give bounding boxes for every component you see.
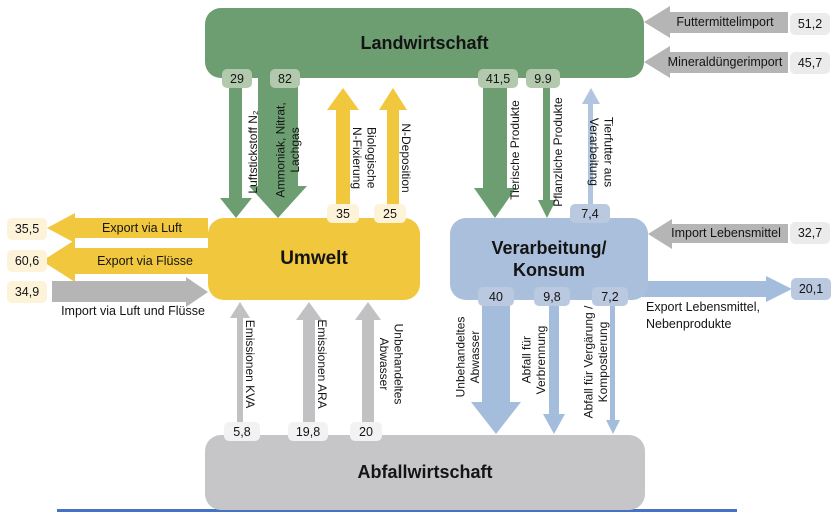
futtermittelimport-label: Futtermittelimport bbox=[676, 15, 774, 29]
luftstickstoff-arrowhead bbox=[220, 198, 252, 218]
landwirtschaft-box: Landwirtschaft bbox=[205, 8, 644, 78]
tierfutter-arrowhead bbox=[582, 88, 600, 104]
pflanzliche-produkte-value-badge: 9.9 bbox=[526, 69, 560, 88]
unbehandeltes-abwasser-umwelt-arrowhead bbox=[355, 302, 381, 320]
n-deposition-label: N-Deposition bbox=[399, 123, 414, 193]
export-fluesse-arrowhead bbox=[42, 240, 75, 282]
abfall-verbrennung-arrowhead bbox=[543, 414, 565, 434]
emissionen-kva-value-badge: 5,8 bbox=[224, 422, 260, 441]
bottom-blue-line bbox=[57, 509, 737, 512]
tierfutter-value-badge: 7,4 bbox=[570, 204, 610, 223]
unbehandeltes-abwasser-abfall-label: Unbehandeltes Abwasser bbox=[453, 316, 482, 398]
emissionen-kva-label: Emissionen KVA bbox=[243, 319, 258, 409]
futtermittelimport-value-badge: 51,2 bbox=[790, 13, 830, 35]
export-fluesse-label: Export via Flüsse bbox=[97, 254, 193, 268]
mineralduengerimport-label: Mineraldüngerimport bbox=[667, 55, 783, 69]
n-deposition-arrowhead bbox=[379, 88, 407, 110]
tierfutter-arrow-shaft bbox=[588, 102, 593, 220]
luftstickstoff-label: Luftstickstoff N₂ bbox=[245, 110, 260, 194]
export-luft-arrowhead bbox=[47, 213, 75, 243]
biologische-fixierung-value-badge: 35 bbox=[327, 204, 359, 223]
abfall-verbrennung-label: Abfall für Verbrennung bbox=[519, 325, 548, 395]
pflanzliche-produkte-arrowhead bbox=[538, 200, 556, 218]
export-lebensmittel-arrow-shaft bbox=[640, 281, 766, 297]
abfall-vergaerung-arrowhead bbox=[606, 420, 620, 434]
ammoniak-value-badge: 82 bbox=[270, 69, 300, 88]
ammoniak-label: Ammoniak, Nitrat, Lachgas bbox=[273, 102, 302, 198]
biologische-fixierung-label: Biologische N-Fixierung bbox=[350, 126, 379, 190]
emissionen-kva-arrow-shaft bbox=[237, 316, 243, 436]
export-luft-arrow-shaft bbox=[75, 218, 208, 238]
futtermittelimport-arrow-shaft bbox=[670, 12, 788, 33]
unbehandeltes-abwasser-umwelt-value-badge: 20 bbox=[350, 422, 382, 441]
luftstickstoff-value-badge: 29 bbox=[222, 69, 252, 88]
export-luft-label: Export via Luft bbox=[102, 221, 182, 235]
tierische-produkte-value-badge: 41,5 bbox=[478, 69, 518, 88]
biologische-fixierung-arrowhead bbox=[327, 88, 359, 110]
mineralduengerimport-arrowhead bbox=[644, 46, 670, 78]
umwelt-box: Umwelt bbox=[208, 218, 420, 300]
abfall-vergaerung-label: Abfall für Vergärung / Kompostierung bbox=[581, 305, 610, 419]
unbehandeltes-abwasser-umwelt-label: Unbehandeltes Abwasser bbox=[377, 323, 406, 405]
emissionen-ara-arrowhead bbox=[296, 302, 322, 320]
luftstickstoff-arrow-shaft bbox=[229, 74, 242, 198]
tierfutter-label: Tierfutter aus Verarbeitung bbox=[587, 116, 616, 188]
import-luft-fluesse-arrow-shaft bbox=[52, 281, 186, 302]
abfall-vergaerung-value-badge: 7,2 bbox=[592, 287, 628, 306]
mineralduengerimport-value-badge: 45,7 bbox=[790, 52, 830, 74]
unbehandeltes-abwasser-abfall-arrow-shaft bbox=[482, 300, 510, 402]
import-lebensmittel-label: Import Lebensmittel bbox=[671, 226, 781, 240]
tierische-produkte-arrow-shaft bbox=[483, 74, 507, 188]
export-lebensmittel-value-badge: 20,1 bbox=[791, 278, 831, 300]
import-luft-fluesse-arrowhead bbox=[186, 277, 208, 307]
n-deposition-value-badge: 25 bbox=[374, 204, 406, 223]
pflanzliche-produkte-label: Pflanzliche Produkte bbox=[550, 97, 565, 207]
unbehandeltes-abwasser-abfall-arrowhead bbox=[471, 402, 521, 434]
futtermittelimport-arrowhead bbox=[644, 6, 670, 38]
unbehandeltes-abwasser-umwelt-arrow-shaft bbox=[362, 318, 374, 436]
import-lebensmittel-arrow-shaft bbox=[672, 224, 788, 243]
export-lebensmittel-label: Export Lebensmittel, Nebenprodukte bbox=[646, 300, 760, 331]
abfallwirtschaft-box: Abfallwirtschaft bbox=[205, 435, 645, 510]
export-luft-value-badge: 35,5 bbox=[7, 218, 47, 240]
tierische-produkte-arrowhead bbox=[474, 188, 516, 218]
verarbeitung-konsum-box: Verarbeitung/ Konsum bbox=[450, 218, 648, 300]
abfall-vergaerung-arrow-shaft bbox=[610, 300, 615, 420]
pflanzliche-produkte-arrow-shaft bbox=[543, 74, 550, 200]
emissionen-ara-value-badge: 19,8 bbox=[288, 422, 328, 441]
export-fluesse-arrow-shaft bbox=[75, 248, 208, 274]
unbehandeltes-abwasser-abfall-value-badge: 40 bbox=[478, 287, 514, 306]
biologische-fixierung-arrow-shaft bbox=[336, 108, 350, 222]
import-lebensmittel-value-badge: 32,7 bbox=[790, 222, 830, 244]
emissionen-ara-arrow-shaft bbox=[303, 318, 315, 436]
tierische-produkte-label: Tierische Produkte bbox=[507, 100, 522, 200]
ammoniak-arrow-shaft bbox=[258, 74, 298, 186]
ammoniak-arrowhead bbox=[249, 186, 307, 218]
import-luft-fluesse-label: Import via Luft und Flüsse bbox=[61, 304, 205, 318]
import-luft-fluesse-value-badge: 34,9 bbox=[7, 281, 47, 303]
n-deposition-arrow-shaft bbox=[387, 108, 399, 222]
emissionen-kva-arrowhead bbox=[230, 302, 250, 318]
abfall-verbrennung-arrow-shaft bbox=[549, 300, 559, 414]
abfall-verbrennung-value-badge: 9,8 bbox=[534, 287, 570, 306]
import-lebensmittel-arrowhead bbox=[648, 219, 672, 249]
export-fluesse-value-badge: 60,6 bbox=[7, 250, 47, 272]
emissionen-ara-label: Emissionen ARA bbox=[315, 319, 330, 409]
export-lebensmittel-arrowhead bbox=[766, 276, 792, 302]
mineralduengerimport-arrow-shaft bbox=[670, 52, 788, 73]
